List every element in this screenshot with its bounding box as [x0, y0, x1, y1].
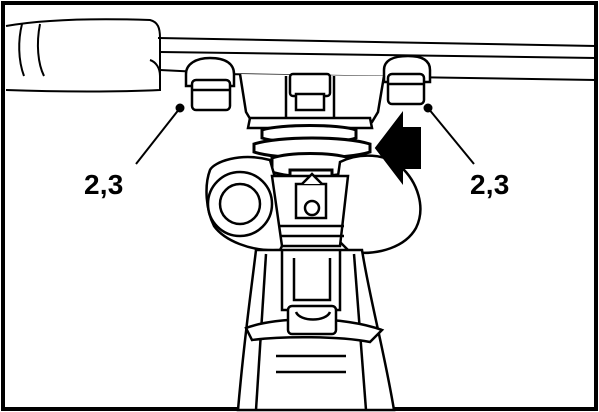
left-fastener	[184, 56, 236, 112]
leader-lines	[135, 103, 475, 165]
lower-body	[205, 154, 422, 255]
left-rail	[5, 18, 161, 93]
leader-line-left	[135, 107, 181, 165]
right-fastener	[382, 54, 432, 106]
arrow-pointer-icon	[374, 111, 421, 185]
leader-line-right	[427, 107, 475, 165]
center-bracket	[238, 72, 386, 130]
callout-label-left: 2,3	[84, 169, 124, 200]
callout-label-right: 2,3	[470, 169, 510, 200]
handle-shaft	[236, 248, 396, 412]
